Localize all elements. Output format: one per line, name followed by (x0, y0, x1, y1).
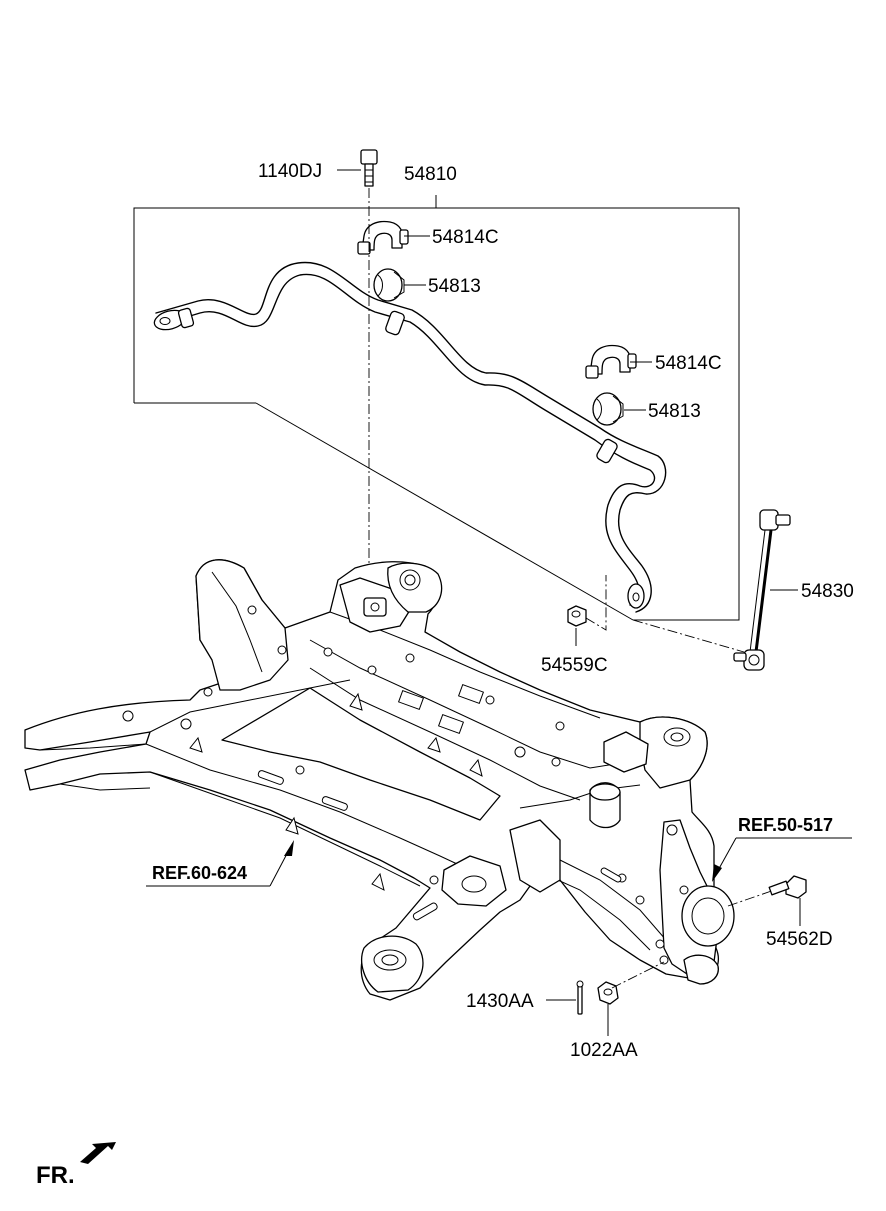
label-1430AA: 1430AA (466, 991, 534, 1012)
label-54813-b: 54813 (648, 401, 701, 422)
label-ref-50-517: REF.50-517 (738, 815, 833, 835)
label-54814C-b: 54814C (655, 353, 722, 374)
nut-1022AA (597, 981, 619, 1036)
label-54562D: 54562D (766, 929, 833, 950)
ref-50-517-callout (712, 837, 852, 882)
label-1022AA: 1022AA (570, 1040, 638, 1061)
nut-54559C (567, 575, 607, 646)
label-ref-60-624: REF.60-624 (152, 863, 247, 883)
cotter-pin-1430AA (546, 980, 584, 1015)
bushing-clamp-left (357, 220, 409, 255)
label-54814C-a: 54814C (432, 227, 499, 248)
bushing-left (373, 268, 405, 302)
bolt-54562D (768, 875, 807, 926)
leader-nut-to-knuckle (611, 961, 665, 989)
label-54813-a: 54813 (428, 276, 481, 297)
assembly-outline-54810 (133, 195, 740, 621)
front-subframe (24, 559, 719, 1001)
label-54559C: 54559C (541, 655, 608, 676)
label-54830: 54830 (801, 581, 854, 602)
stabilizer-bar (153, 261, 667, 613)
bolt-1140DJ (337, 149, 378, 187)
bushing-clamp-right (585, 344, 637, 379)
label-54810: 54810 (404, 164, 457, 185)
front-direction-arrow (80, 1142, 116, 1164)
bushing-right (592, 392, 624, 426)
label-1140DJ: 1140DJ (258, 161, 322, 182)
label-front: FR. (36, 1162, 75, 1189)
leader-link-to-bar (632, 619, 745, 653)
stabilizer-link-54830 (733, 509, 798, 671)
ref-60-624-callout (146, 840, 294, 887)
knuckle-hub (655, 819, 735, 985)
